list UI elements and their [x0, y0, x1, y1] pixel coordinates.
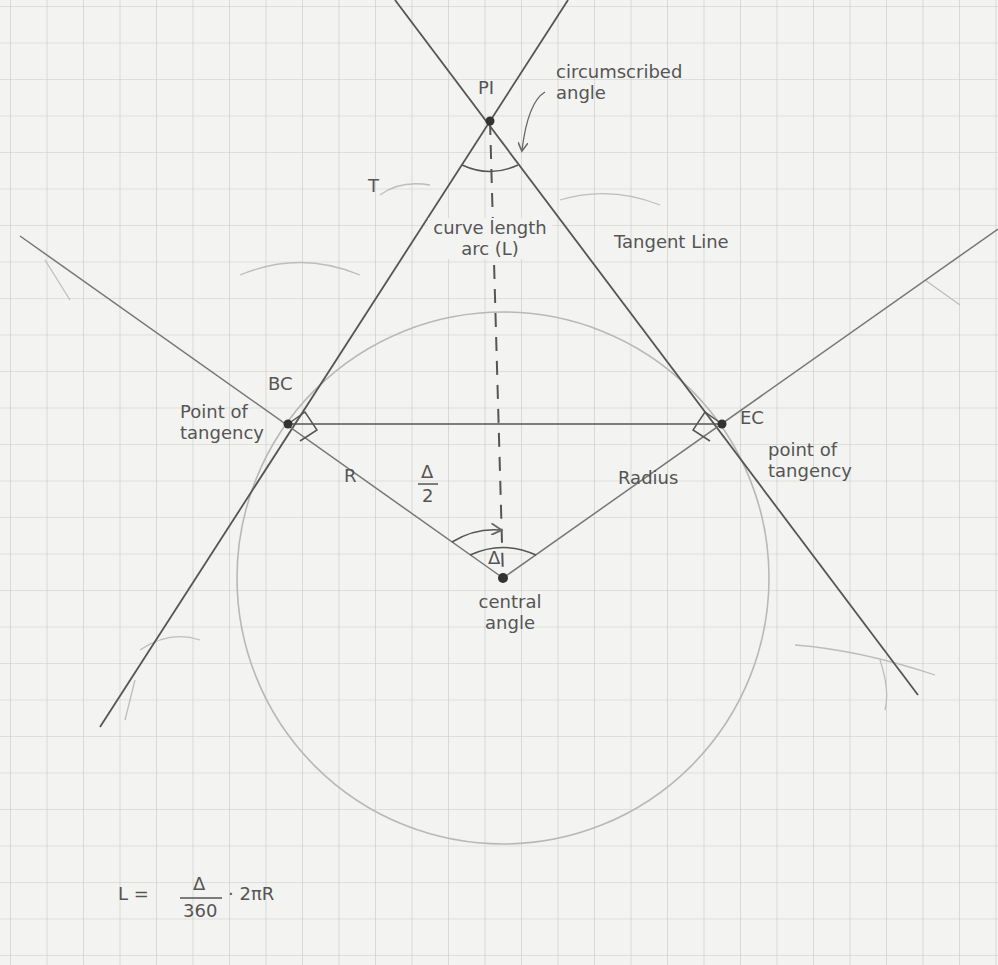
- angle-label: Δ: [421, 462, 433, 483]
- half-angle-arc: [452, 530, 500, 542]
- note: Point of tangency: [180, 402, 270, 443]
- point: [498, 573, 508, 583]
- point-label: EC: [740, 408, 764, 429]
- formula-part: L =: [118, 884, 149, 905]
- segment-label: T: [368, 176, 379, 197]
- formula-part: Δ: [193, 874, 205, 895]
- point: [486, 117, 495, 126]
- right-angle-mark: [288, 412, 317, 441]
- radius-lines: [20, 229, 998, 578]
- leader-arrow: [522, 92, 545, 150]
- construction-arcs: [45, 184, 960, 720]
- fraction-bar: [418, 483, 438, 485]
- bisector: [490, 121, 503, 578]
- formula-part: 360: [183, 901, 217, 922]
- point: [718, 420, 727, 429]
- tangent-lines: [100, 0, 918, 727]
- line-label: Tangent Line: [614, 232, 729, 253]
- fraction-bar: [180, 897, 222, 899]
- central-angle-arc: [470, 548, 536, 556]
- angle-label: Δ: [488, 548, 500, 569]
- note: central angle: [470, 592, 550, 633]
- chord: [288, 423, 722, 425]
- angle-label: 2: [422, 486, 433, 507]
- note: point of tangency: [768, 440, 868, 481]
- arc-label: curve length arc (L): [428, 218, 552, 259]
- point-label: BC: [268, 374, 293, 395]
- formula-part: · 2πR: [228, 884, 274, 905]
- segment-label: Radius: [618, 468, 678, 489]
- segment-label: R: [344, 466, 357, 487]
- point: [284, 420, 293, 429]
- circumscribed-angle-arc: [462, 165, 518, 172]
- note: circumscribed angle: [556, 62, 706, 103]
- right-angle-mark: [693, 412, 722, 441]
- point-label: PI: [478, 78, 494, 99]
